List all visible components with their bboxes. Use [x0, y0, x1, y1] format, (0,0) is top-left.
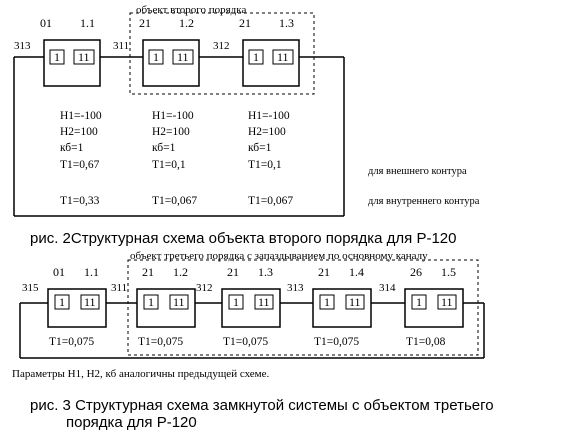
fig2-block-1-in-port [49, 49, 65, 65]
fig2-block-1-index: 1.1 [80, 16, 95, 30]
fig2-block-2-port-number: 311 [113, 40, 129, 52]
fig3-block-4-port-number: 313 [287, 282, 304, 294]
fig2-param-kb-1: кб=1 [60, 142, 84, 154]
fig3-block-2-port-number: 311 [111, 282, 127, 294]
fig2-block-1-port-number: 313 [14, 40, 31, 52]
fig3-block-2-number: 21 [142, 265, 154, 279]
fig2-block-3-number: 21 [239, 16, 251, 30]
fig2-note-outer: для внешнего контура [368, 166, 467, 177]
fig3-group-box [127, 259, 479, 356]
fig3-block-5-number: 26 [410, 265, 422, 279]
fig2-group-box [129, 12, 315, 95]
fig2-block-1-number: 01 [40, 16, 52, 30]
fig3-block-3-out-label: 11 [258, 295, 270, 309]
fig3-block-1-in-port [54, 294, 70, 310]
fig2-block-1-out-label: 11 [78, 50, 90, 64]
fig2-caption: рис. 2Структурная схема объекта второго … [30, 230, 457, 247]
fig2-block-2-in-label: 1 [153, 50, 159, 64]
fig2-block-1-in-label: 1 [54, 50, 60, 64]
fig3-block-5-index: 1.5 [441, 265, 456, 279]
fig3-block-4-in-label: 1 [324, 295, 330, 309]
fig3-block-5-out-label: 11 [441, 295, 453, 309]
fig3-block-2-out-label: 11 [173, 295, 185, 309]
fig2-block-3 [242, 39, 300, 87]
fig2-block-2-index: 1.2 [179, 16, 194, 30]
fig3-block-4-out-port [345, 294, 365, 310]
fig3-block-3-in-port [228, 294, 244, 310]
fig2-block-3-out-label: 11 [277, 50, 289, 64]
fig2-block-1-out-port [73, 49, 95, 65]
fig2-param-t1-inner-3: T1=0,067 [248, 195, 293, 207]
fig3-block-1-number: 01 [53, 265, 65, 279]
fig3-group-label: объект третьего порядка с запаздыванием … [130, 250, 428, 262]
fig2-block-2-in-port [148, 49, 164, 65]
fig3-block-2-out-port [169, 294, 189, 310]
fig3-block-5-out-port [437, 294, 457, 310]
fig2-param-h1-2: H1=-100 [152, 110, 194, 122]
fig3-block-3 [221, 288, 281, 328]
fig3-block-5-in-port [411, 294, 427, 310]
fig2-param-kb-3: кб=1 [248, 142, 272, 154]
fig3-block-5-t1: T1=0,08 [406, 336, 446, 348]
fig2-param-h2-2: H2=100 [152, 126, 190, 138]
fig2-param-h1-3: H1=-100 [248, 110, 290, 122]
fig3-block-2 [136, 288, 196, 328]
fig2-block-2 [142, 39, 200, 87]
fig2-block-2-number: 21 [139, 16, 151, 30]
fig2-block-3-index: 1.3 [279, 16, 294, 30]
fig2-block-3-in-label: 1 [253, 50, 259, 64]
fig3-block-5-in-label: 1 [416, 295, 422, 309]
fig3-block-4-out-label: 11 [349, 295, 361, 309]
fig2-param-t1-outer-1: T1=0,67 [60, 159, 100, 171]
fig2-param-h2-1: H2=100 [60, 126, 98, 138]
fig3-block-4-in-port [319, 294, 335, 310]
fig2-block-2-out-label: 11 [177, 50, 189, 64]
fig3-block-1-t1: T1=0,075 [49, 336, 94, 348]
fig3-block-2-in-label: 1 [148, 295, 154, 309]
fig3-block-3-number: 21 [227, 265, 239, 279]
fig2-block-3-out-port [272, 49, 294, 65]
fig3-block-2-index: 1.2 [173, 265, 188, 279]
fig3-block-4-t1: T1=0,075 [314, 336, 359, 348]
fig3-caption-line1: рис. 3 Структурная схема замкнутой систе… [30, 397, 494, 414]
fig3-block-3-out-port [254, 294, 274, 310]
fig3-block-3-in-label: 1 [233, 295, 239, 309]
fig3-block-4 [312, 288, 372, 328]
fig2-param-h2-3: H2=100 [248, 126, 286, 138]
fig3-block-5-port-number: 314 [379, 282, 396, 294]
fig3-block-5 [404, 288, 464, 328]
fig3-block-3-index: 1.3 [258, 265, 273, 279]
fig3-note: Параметры H1, H2, кб аналогичны предыдущ… [12, 368, 270, 380]
fig3-caption-line2: порядка для Р-120 [66, 414, 197, 431]
fig2-param-t1-outer-3: T1=0,1 [248, 159, 282, 171]
fig3-block-1-index: 1.1 [84, 265, 99, 279]
fig2-param-t1-outer-2: T1=0,1 [152, 159, 186, 171]
fig3-block-1-out-label: 11 [84, 295, 96, 309]
fig2-group-label: объект второго порядка [136, 4, 246, 16]
fig3-block-4-index: 1.4 [349, 265, 364, 279]
fig3-block-3-t1: T1=0,075 [223, 336, 268, 348]
fig3-block-2-t1: T1=0,075 [138, 336, 183, 348]
fig2-block-3-in-port [248, 49, 264, 65]
fig3-block-4-number: 21 [318, 265, 330, 279]
fig3-block-1-port-number: 315 [22, 282, 39, 294]
fig2-param-h1-1: H1=-100 [60, 110, 102, 122]
fig2-param-t1-inner-1: T1=0,33 [60, 195, 100, 207]
fig3-block-1-in-label: 1 [59, 295, 65, 309]
fig2-param-kb-2: кб=1 [152, 142, 176, 154]
fig2-block-1 [43, 39, 101, 87]
fig2-block-3-port-number: 312 [213, 40, 230, 52]
fig3-block-1-out-port [80, 294, 100, 310]
fig2-param-t1-inner-2: T1=0,067 [152, 195, 197, 207]
fig2-block-2-out-port [172, 49, 194, 65]
fig2-note-inner: для внутреннего контура [368, 196, 480, 207]
fig3-block-3-port-number: 312 [196, 282, 213, 294]
fig3-block-2-in-port [143, 294, 159, 310]
fig3-block-1 [47, 288, 107, 328]
